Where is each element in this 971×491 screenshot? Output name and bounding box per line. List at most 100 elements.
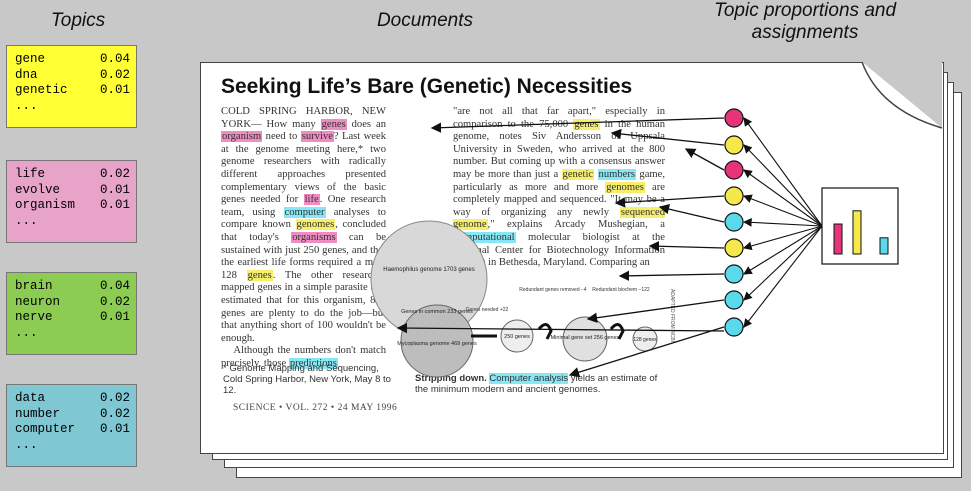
fig-haemophilus-label: Haemophilus genome 1703 genes (383, 267, 474, 273)
figure-caption: Stripping down. Computer analysis yields… (415, 373, 665, 395)
histogram-to-dot-arrow (743, 225, 823, 301)
assignment-dot (724, 317, 744, 337)
assignment-arrows (396, 117, 823, 378)
histogram-to-dot-arrow (742, 194, 823, 227)
fig-redundant2-label: Redundant biochem −122 (592, 287, 650, 293)
dot-to-word-arrow (430, 117, 725, 133)
topic-word: evolve (15, 182, 61, 197)
fig-mycoplasma-label: Mycoplasma genome 469 genes (397, 341, 477, 347)
dot-to-word-arrow (610, 128, 725, 146)
topic-word: computer (15, 422, 76, 436)
topic-word-row: evolve 0.01 (15, 183, 130, 199)
dot-to-word-arrow (614, 195, 725, 208)
proportions-header-line2: assignments (751, 22, 859, 43)
document-column-right: "are not all that far apart," especially… (453, 106, 665, 269)
topic-word-prob: 0.01 (99, 198, 130, 212)
topic-word-prob: 0.02 (99, 406, 130, 421)
fig-redundant-label: Redundant genes removed −4 (519, 287, 587, 293)
topic-word-row: number 0.02 (15, 407, 130, 423)
topic-word-row: life 0.02 (15, 167, 130, 183)
dot-to-word-arrow (568, 326, 725, 378)
topic-word-row: gene 0.04 (15, 52, 130, 68)
topic-word-prob: 0.02 (99, 167, 130, 181)
assignment-dots (724, 108, 744, 337)
caption-bold: Stripping down. (415, 373, 487, 384)
topic-word-row: computer 0.01 (15, 422, 130, 438)
assignment-dot (724, 238, 744, 258)
topic-word-prob: 0.02 (99, 294, 130, 309)
dot-to-word-arrow (618, 270, 725, 282)
topic-word: life (15, 167, 46, 181)
topic-word-prob: 0.01 (99, 422, 130, 436)
fig-circle-250 (500, 319, 534, 353)
science-citation: SCIENCE • VOL. 272 • 24 MAY 1996 (233, 403, 398, 413)
fig-minimal-circle (562, 316, 608, 362)
dot-to-word-arrow (648, 241, 725, 252)
dot-to-word-arrow (396, 322, 725, 334)
footnote: * Genome Mapping and Sequencing, Cold Sp… (223, 363, 391, 396)
caption-highlight: Computer analysis (489, 373, 569, 384)
topic-word: organism (15, 198, 76, 212)
topic-word-prob: 0.04 (99, 279, 130, 293)
topic-word: nerve (15, 310, 53, 324)
dateline: COLD SPRING HARBOR, NEW YORK— (221, 106, 386, 130)
topic-word-row: neuron 0.02 (15, 295, 130, 311)
documents-header: Documents (376, 10, 474, 31)
histogram-bar (833, 223, 843, 255)
fig-minimal-label: Minimal gene set 256 genes (551, 335, 620, 341)
caption-rest: yields an estimate of the minimum modern… (415, 373, 658, 395)
histogram-bars (833, 210, 889, 255)
venn-figure: Haemophilus genome 1703 genes Genes in c… (370, 220, 675, 378)
topic-more: ... (15, 98, 38, 113)
topic-more: ... (15, 437, 38, 452)
topic-word: dna (15, 67, 38, 82)
topic-more: ... (15, 213, 38, 228)
topic-card: life 0.02 evolve 0.01 organism 0.01... (6, 160, 137, 243)
dot-to-word-arrow (684, 148, 725, 171)
topic-word: genetic (15, 83, 68, 97)
histogram-bar (879, 237, 889, 255)
dot-to-word-arrow (586, 299, 725, 323)
fig-250-label: 250 genes (504, 334, 530, 340)
fig-128-label: 128 genes (633, 337, 657, 343)
document-column-left: COLD SPRING HARBOR, NEW YORK— How many g… (221, 106, 387, 369)
proportions-header: Topic proportions and assignments (690, 0, 920, 44)
assignment-dot (724, 160, 744, 180)
assignment-dot (724, 290, 744, 310)
topics-header: Topics (50, 10, 106, 31)
topic-word: brain (15, 279, 53, 293)
topic-word-row: brain 0.04 (15, 279, 130, 295)
topic-word: gene (15, 52, 46, 66)
topic-word-row: genetic 0.01 (15, 83, 130, 99)
document-page: Seeking Life’s Bare (Genetic) Necessitie… (200, 62, 944, 454)
fig-arrow-2 (537, 323, 553, 340)
fig-credit: ADAPTED FROM NCBI (669, 289, 675, 342)
assignment-dot (724, 186, 744, 206)
mycoplasma-circle (400, 304, 474, 378)
histogram-to-dot-arrow (743, 225, 823, 328)
histogram-to-dot-arrow (743, 169, 823, 227)
assignment-dot (724, 108, 744, 128)
histogram-bar (852, 210, 862, 255)
topic-word: number (15, 406, 61, 421)
topic-more: ... (15, 325, 38, 340)
topic-word-prob: 0.01 (99, 182, 130, 197)
topic-word-row: organism 0.01 (15, 198, 130, 214)
fig-arrow-3 (609, 323, 625, 340)
histogram-to-dot-arrow (743, 225, 823, 275)
topic-word-prob: 0.04 (99, 52, 130, 66)
document-title: Seeking Life’s Bare (Genetic) Necessitie… (221, 75, 633, 98)
proportions-header-line1: Topic proportions and (713, 0, 897, 21)
topic-word: neuron (15, 294, 61, 309)
histogram-to-dot-arrow (742, 225, 823, 251)
topic-word-row: nerve 0.01 (15, 310, 130, 326)
folded-corner-flap (861, 61, 943, 129)
topic-word-prob: 0.01 (99, 83, 130, 97)
histogram-to-dot-arrow (742, 218, 823, 227)
assignment-dot (724, 135, 744, 155)
topic-word-prob: 0.01 (99, 310, 130, 324)
topic-card: brain 0.04 neuron 0.02 nerve 0.01... (6, 272, 137, 355)
